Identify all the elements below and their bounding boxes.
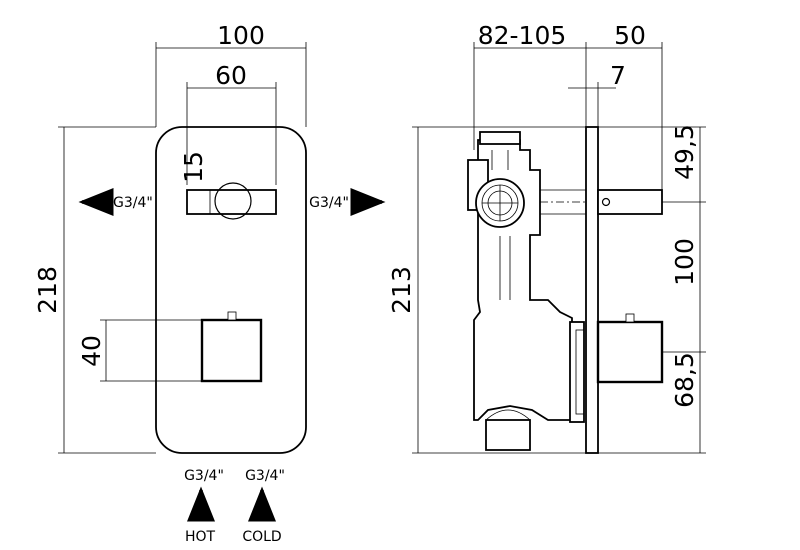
dim-height: 213: [387, 266, 416, 314]
thermostat-knob: [200, 318, 263, 383]
knob-indicator: [227, 311, 237, 321]
side-thermostat-knob: [596, 320, 664, 384]
dim-overall-height: 218: [33, 266, 62, 314]
dim-depth: 82-105: [478, 21, 567, 50]
dim-handle-height: 15: [179, 151, 208, 183]
outlet-right-label: G3/4": [309, 195, 349, 211]
side-cover-plate: [585, 126, 599, 454]
diverter-cartridge: [475, 178, 525, 228]
dim-knob-height: 40: [77, 335, 106, 367]
side-view: 82-105 50 7 213 49,5 100 68,5: [387, 21, 706, 454]
valve-body: [467, 131, 586, 451]
side-diverter-handle: [597, 189, 663, 215]
dim-top: 49,5: [670, 124, 699, 180]
front-view: 100 60 218 40 15 G3/4" G3/4" G3/4" HOT G…: [33, 21, 386, 545]
dim-handle-width: 60: [215, 61, 247, 90]
diverter-handle: [186, 189, 277, 215]
side-handle-screw: [601, 197, 611, 207]
dim-bottom: 68,5: [670, 352, 699, 408]
front-cover-plate: [155, 126, 307, 454]
dim-plate: 7: [610, 61, 626, 90]
diverter-rosette: [214, 182, 252, 220]
side-knob-indicator: [625, 313, 635, 323]
inlet-hot-size: G3/4": [184, 468, 224, 484]
dim-projection: 50: [614, 21, 646, 50]
dim-overall-width: 100: [217, 21, 265, 50]
inlet-cold-label: COLD: [242, 529, 281, 545]
outlet-left-label: G3/4": [113, 195, 153, 211]
inlet-hot-label: HOT: [185, 529, 216, 545]
inlet-cold-size: G3/4": [245, 468, 285, 484]
dim-middle: 100: [670, 238, 699, 286]
